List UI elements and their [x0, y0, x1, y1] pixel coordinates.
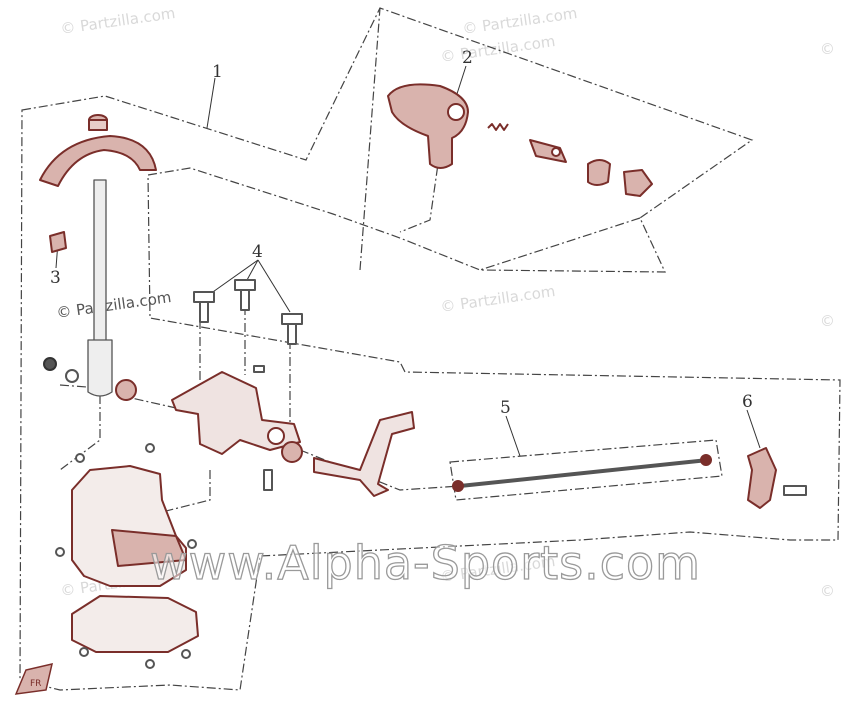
site-watermark: www.Alpha-Sports.com: [149, 535, 701, 590]
assembly-outline: [19, 7, 841, 691]
callout-1: 1: [212, 62, 223, 82]
callout-6: 6: [742, 392, 753, 412]
washer-part: [65, 369, 79, 383]
shift-link-part: [747, 447, 777, 509]
callout-2: 2: [462, 48, 473, 68]
shift-rod-part: [459, 458, 709, 488]
shift-knob-part: [387, 83, 469, 169]
knob-collar-part: [587, 159, 611, 186]
svg-text:FR: FR: [30, 679, 41, 689]
bushing-part: [281, 441, 303, 463]
bolt-part: [281, 313, 303, 345]
front-arrow-icon: FR: [14, 662, 54, 695]
knob-assembly-outline: [359, 7, 641, 271]
shift-arm-part: [313, 411, 415, 497]
bolt-head-part: [43, 357, 57, 371]
bolt-part: [193, 291, 215, 323]
callout-4: 4: [252, 242, 263, 262]
knob-nut-part: [623, 169, 653, 197]
rod-outline: [449, 439, 723, 501]
boot-cap-side: [88, 119, 108, 131]
base-plate-part: [71, 595, 199, 653]
set-screw-part: [49, 231, 67, 253]
bushing-part: [115, 379, 137, 401]
bolt-part: [234, 279, 256, 311]
callout-5: 5: [500, 398, 511, 418]
callout-3: 3: [50, 268, 61, 288]
spring-part: [487, 123, 509, 131]
shift-boot-part: [39, 135, 157, 187]
